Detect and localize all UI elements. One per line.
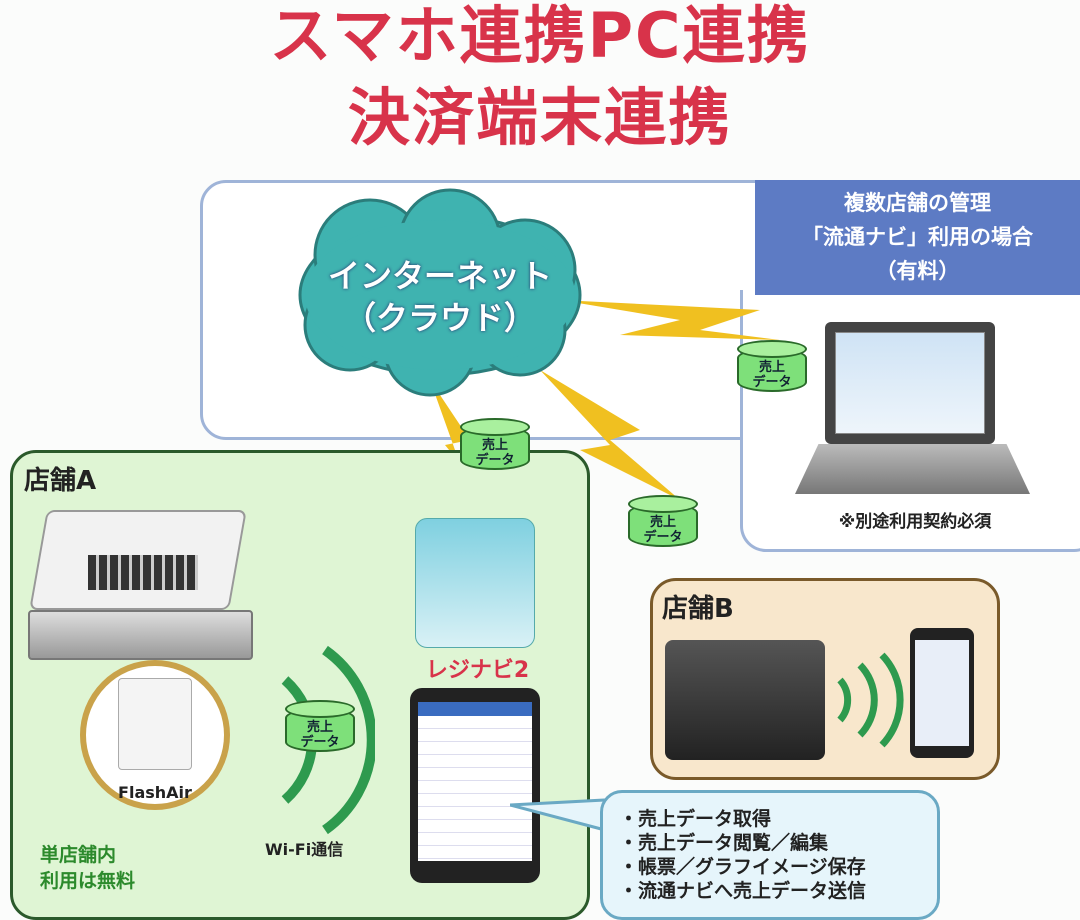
laptop-note: ※別途利用契約必須 — [838, 512, 992, 532]
laptop-base — [795, 444, 1030, 494]
bubble-pointer — [510, 798, 607, 832]
wifi-label: Wi-Fi通信 — [265, 840, 344, 859]
app-icon — [415, 518, 535, 648]
app-name: レジナビ2 — [425, 658, 530, 683]
feature-item: ・売上データ閲覧／編集 — [619, 832, 829, 854]
title-line-2: 決済端末連携 — [347, 81, 732, 154]
features-bubble: ・売上データ取得 ・売上データ閲覧／編集 ・帳票／グラフイメージ保存 ・流通ナビ… — [600, 790, 940, 920]
free-note-line2: 利用は無料 — [40, 870, 136, 892]
cloud-line1: インターネット — [327, 257, 552, 295]
feature-item: ・流通ナビへ売上データ送信 — [619, 880, 867, 902]
register-a-image — [28, 500, 253, 660]
register-b-image — [665, 640, 825, 760]
feature-item: ・帳票／グラフイメージ保存 — [619, 856, 866, 878]
sales-data-icon: 売上データ — [460, 418, 530, 476]
multi-store-line2: 「流通ナビ」利用の場合 — [802, 225, 1033, 249]
wifi-waves-icon — [837, 652, 904, 748]
multi-store-box: 複数店舗の管理 「流通ナビ」利用の場合 （有料） — [755, 180, 1080, 295]
title-line-1: スマホ連携PC連携 — [269, 0, 811, 72]
multi-store-line3: （有料） — [875, 259, 960, 283]
lightning-icon — [540, 370, 680, 500]
sales-data-icon: 売上データ — [285, 700, 355, 758]
sales-data-icon: 売上データ — [737, 340, 807, 398]
flashair-label: FlashAir — [118, 783, 192, 802]
cloud-line2: （クラウド） — [343, 299, 536, 337]
flashair-card — [118, 678, 192, 770]
store-a-label: 店舗A — [24, 466, 97, 496]
feature-item: ・売上データ取得 — [619, 808, 772, 830]
free-note-line1: 単店舗内 — [40, 844, 117, 866]
smartphone-image — [910, 628, 974, 758]
sales-data-icon: 売上データ — [628, 495, 698, 553]
cloud-icon — [298, 188, 582, 397]
laptop-image — [825, 322, 995, 444]
store-b-label: 店舗B — [662, 594, 734, 624]
multi-store-line1: 複数店舗の管理 — [844, 191, 991, 215]
lightning-icon — [560, 300, 780, 340]
tablet-image — [410, 688, 540, 883]
